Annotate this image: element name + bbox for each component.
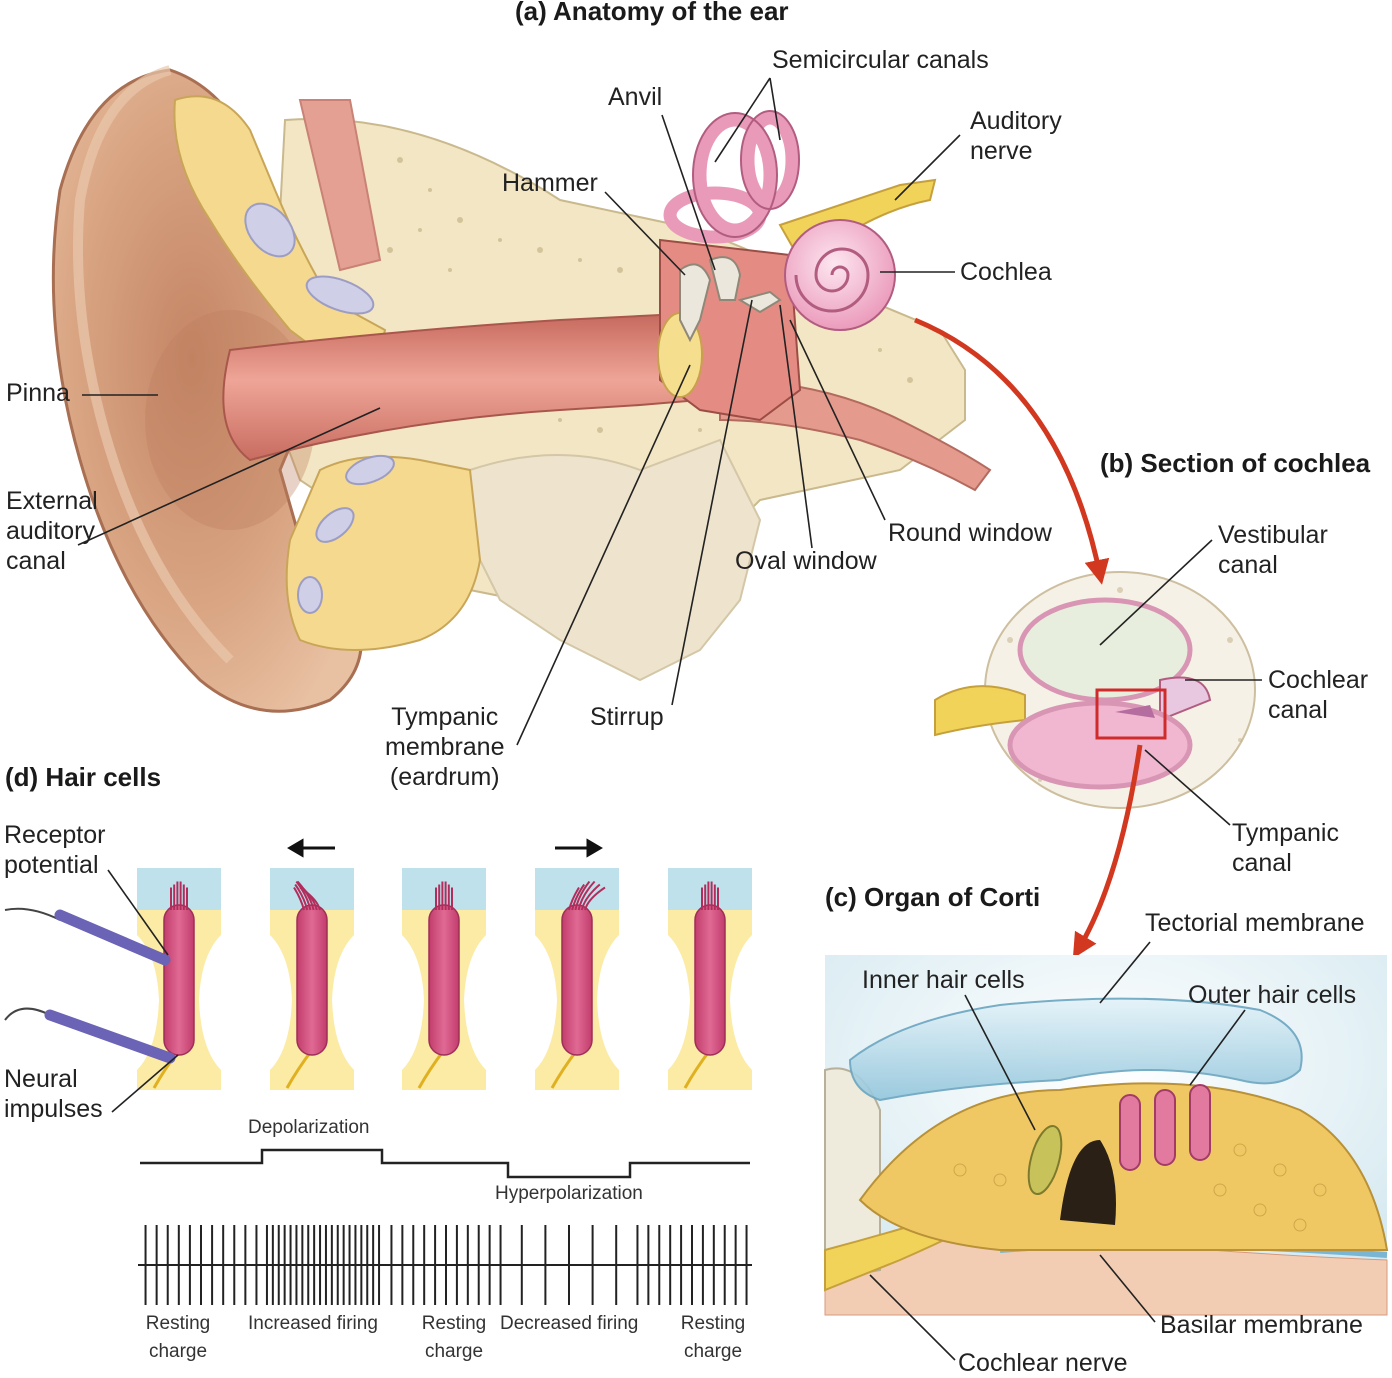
label-hyperpolarization: Hyperpolarization: [495, 1183, 643, 1204]
hair-cell-body: [428, 904, 460, 1056]
panel-d-title: (d) Hair cells: [5, 762, 162, 792]
hair-cell-unit: [668, 868, 752, 1090]
label-state-resting-2: Resting charge: [421, 1313, 487, 1362]
label-outer-hair-cells: Outer hair cells: [1188, 981, 1357, 1009]
cochlea-shape: [784, 219, 896, 331]
label-depolarization: Depolarization: [248, 1117, 370, 1138]
label-cochlear-canal: Cochlear canal: [1268, 666, 1369, 724]
hair-cell-unit: [402, 868, 486, 1090]
hair-cell-unit: [137, 868, 221, 1090]
label-cochlear-nerve: Cochlear nerve: [958, 1349, 1128, 1377]
panel-c-title: (c) Organ of Corti: [825, 882, 1041, 912]
label-vestibular-canal: Vestibular canal: [1218, 521, 1328, 579]
arrow-to-organ-of-corti: [1072, 744, 1143, 959]
label-tectorial-membrane: Tectorial membrane: [1145, 909, 1365, 937]
panel-a-title: (a) Anatomy of the ear: [515, 0, 789, 26]
label-semicircular-canals: Semicircular canals: [772, 46, 989, 74]
label-external-auditory-canal: External auditory canal: [6, 487, 98, 575]
label-receptor-potential: Receptor potential: [4, 821, 106, 879]
label-anvil: Anvil: [608, 83, 663, 111]
action-potential-spikes: [144, 1225, 748, 1305]
hair-cell-unit: [270, 868, 354, 1090]
tectorial-membrane-shape: [848, 997, 1303, 1102]
organ-of-corti-highlight: [1095, 688, 1167, 740]
label-oval-window: Oval window: [735, 547, 877, 575]
label-round-window: Round window: [888, 519, 1052, 547]
cochlear-canal-shape: [1159, 676, 1212, 722]
label-neural-impulses: Neural impulses: [4, 1065, 103, 1123]
vestibular-canal-shape: [1017, 597, 1193, 703]
label-state-increased-firing: Increased firing: [248, 1313, 378, 1334]
hair-cell-body: [561, 904, 593, 1056]
cochlea-section-illustration: [934, 571, 1256, 809]
receptor-potential-trace: [140, 1148, 750, 1179]
electrodes: [4, 907, 176, 1064]
eustachian-tube: [719, 378, 992, 492]
label-tympanic-membrane: Tympanic membrane (eardrum): [385, 703, 505, 791]
label-auditory-nerve: Auditory nerve: [970, 107, 1062, 165]
label-state-resting-1: Resting charge: [145, 1313, 211, 1362]
leader-lines: [77, 77, 1262, 1361]
external-auditory-canal: [222, 313, 701, 462]
label-basilar-membrane: Basilar membrane: [1160, 1311, 1363, 1339]
outer-hair-cells-shape: [1119, 1084, 1211, 1171]
hair-cell-body: [296, 904, 328, 1056]
arrow-to-cochlea-section: [914, 317, 1110, 585]
label-cochlea: Cochlea: [960, 258, 1052, 286]
semicircular-canals-shape: [663, 111, 799, 244]
label-state-decreased-firing: Decreased firing: [500, 1313, 639, 1334]
panel-b-title: (b) Section of cochlea: [1100, 448, 1371, 478]
label-tympanic-canal: Tympanic canal: [1232, 819, 1339, 877]
hair-cell-body: [694, 904, 726, 1056]
label-stirrup: Stirrup: [590, 703, 664, 731]
hair-cell-diagrams: [137, 868, 752, 1090]
label-state-resting-3: Resting charge: [680, 1313, 746, 1362]
hair-cell-unit: [535, 868, 619, 1090]
label-hammer: Hammer: [502, 169, 598, 197]
label-pinna: Pinna: [6, 379, 70, 407]
direction-arrows: [287, 838, 603, 858]
muscle-strip: [298, 99, 382, 272]
ear-anatomy-illustration: [51, 65, 992, 713]
ossicles: [679, 256, 782, 343]
organ-of-corti-illustration: [824, 955, 1389, 1316]
label-inner-hair-cells: Inner hair cells: [862, 966, 1025, 994]
inner-hair-cell-shape: [1027, 1124, 1063, 1196]
hair-cell-body: [163, 904, 195, 1056]
tympanic-canal-shape: [1007, 700, 1193, 790]
mastoid-bone: [469, 438, 762, 682]
